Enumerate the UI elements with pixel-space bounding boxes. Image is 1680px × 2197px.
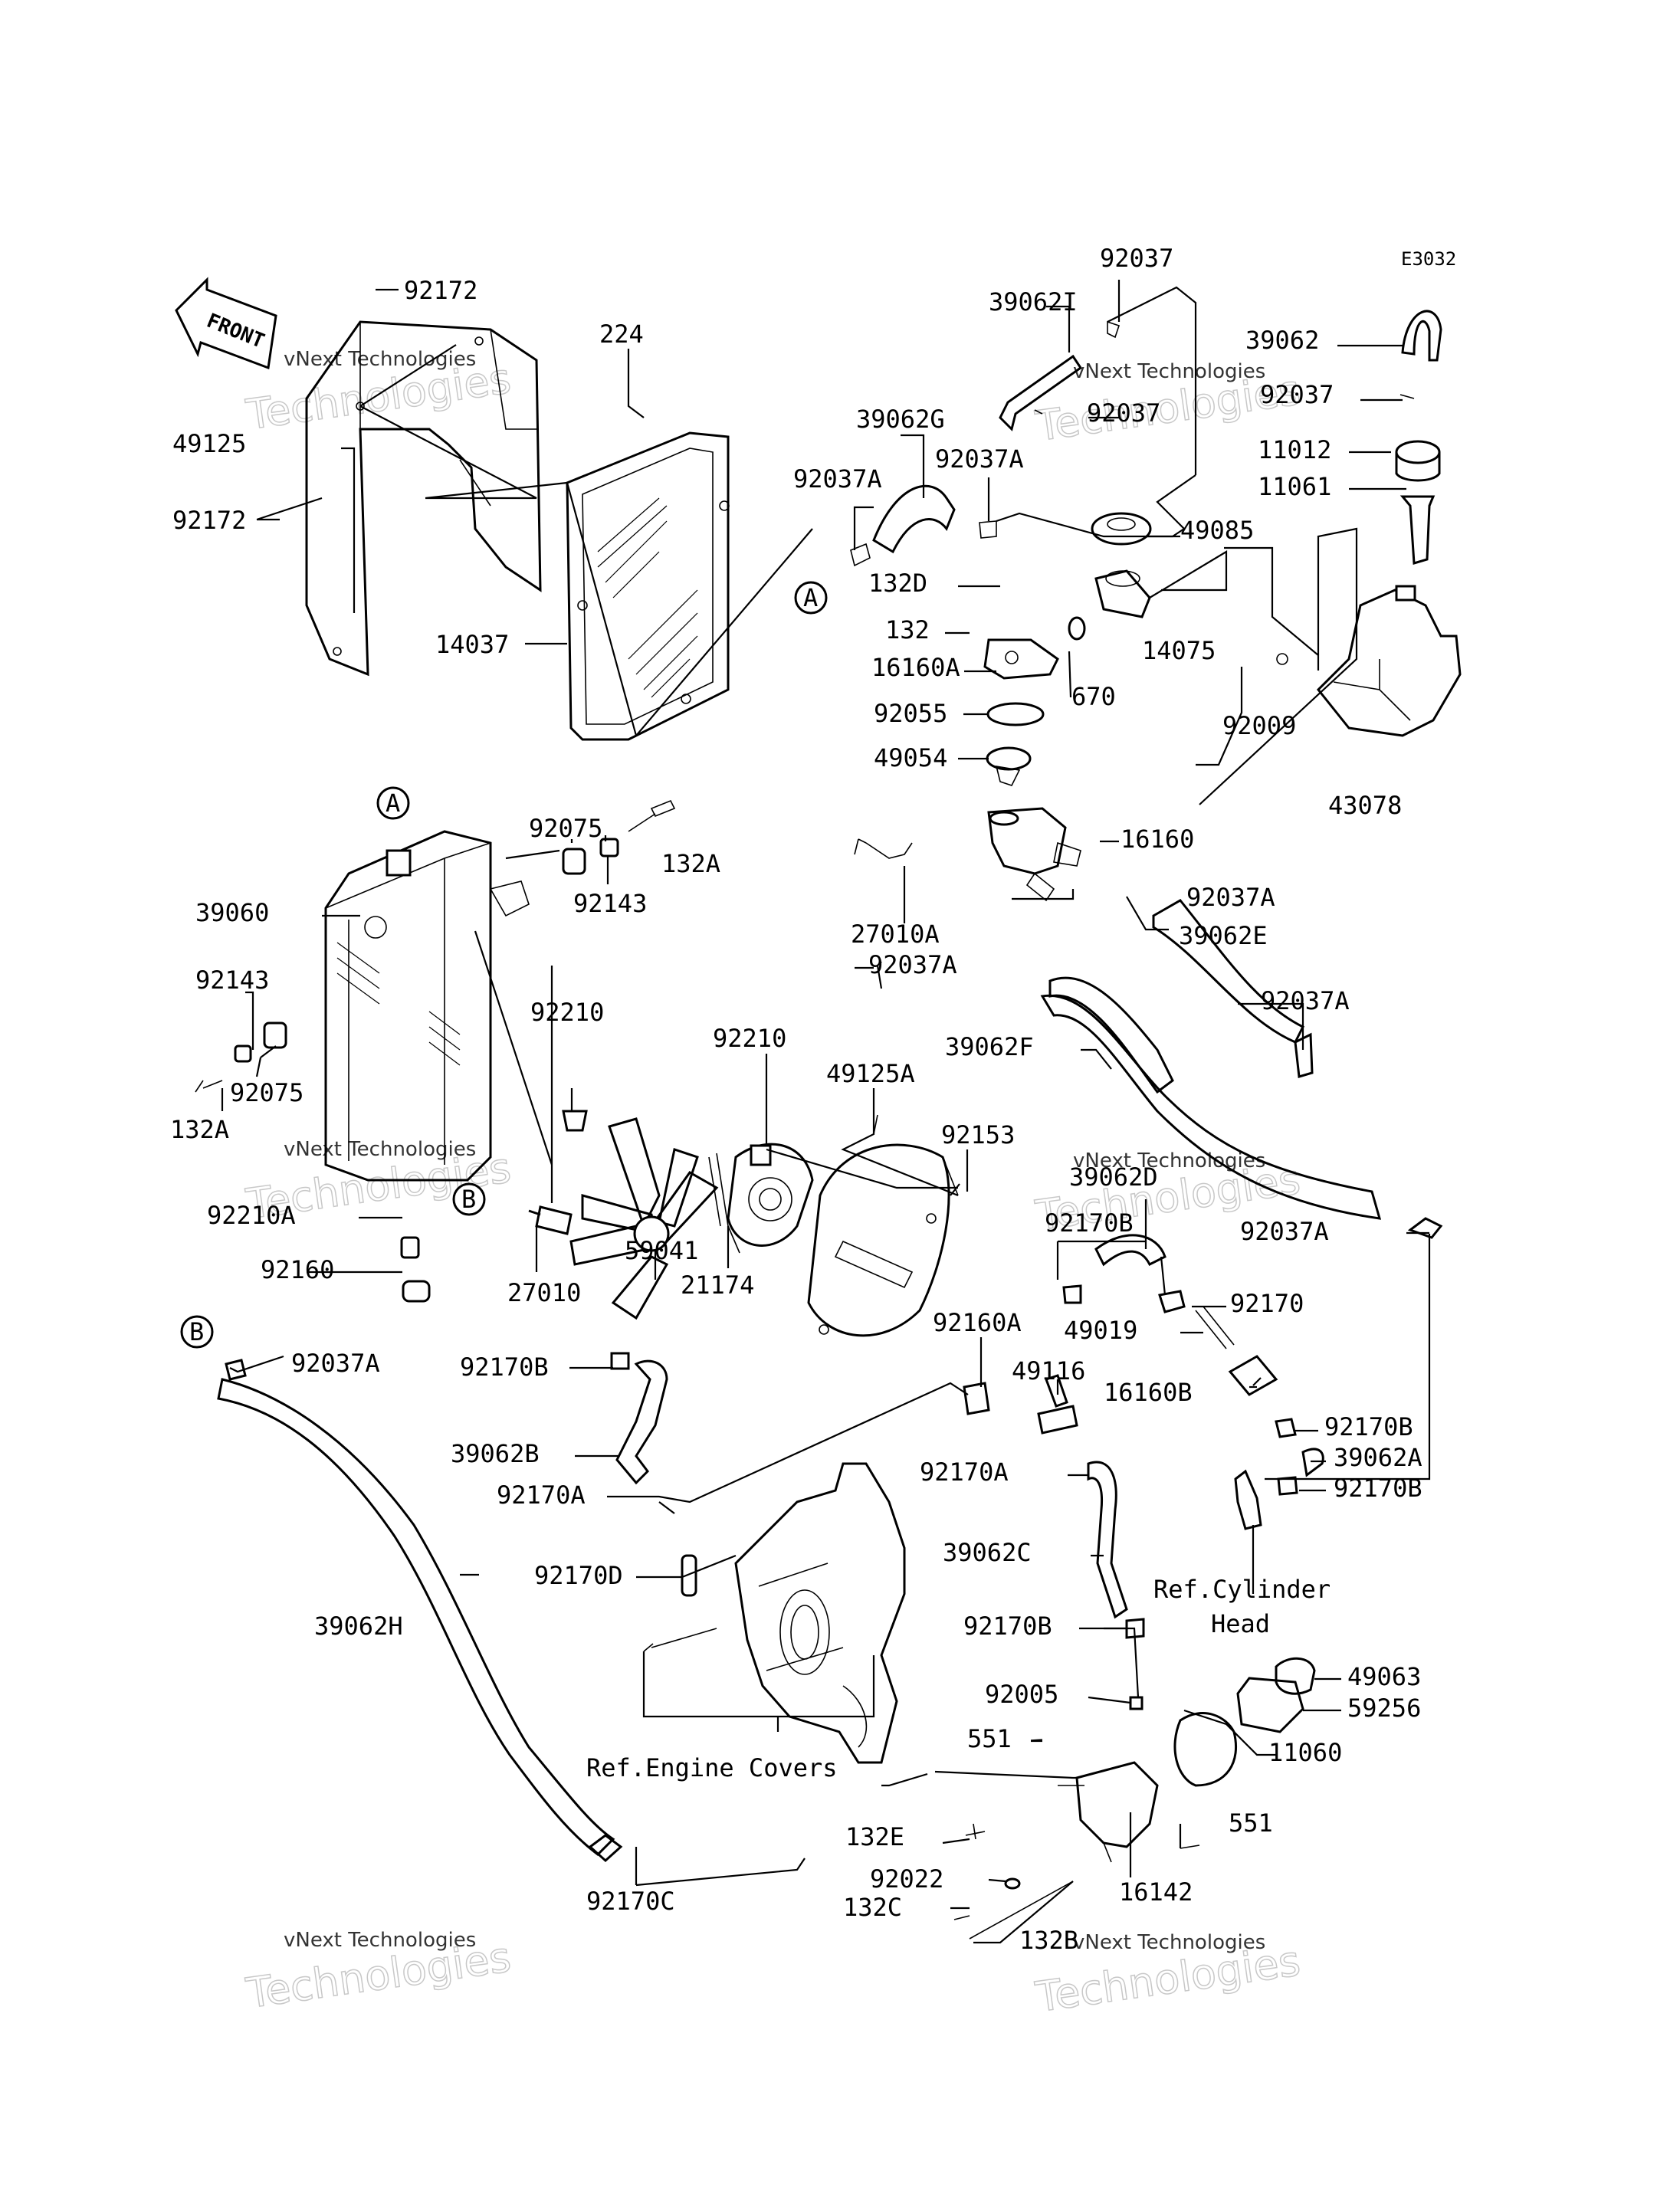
watermark-text: vNext Technologies	[284, 1929, 476, 1952]
callout-label: 92055	[874, 699, 947, 728]
callout-label: 27010	[507, 1278, 581, 1307]
front-arrow-icon: FRONT	[175, 277, 277, 370]
callout-label: 27010A	[851, 920, 940, 949]
callout-label: 92170	[1230, 1289, 1304, 1318]
callout-labels: 92172 49125 92172 224 14037 92037 39062I…	[170, 244, 1422, 1955]
callout-label: 49125	[172, 429, 246, 458]
callout-label: 16160A	[871, 653, 960, 682]
callout-label: 92170B	[963, 1612, 1052, 1641]
callout-label: 132E	[845, 1822, 904, 1851]
diagram-code: E3032	[1401, 248, 1456, 270]
callout-label: 132A	[170, 1115, 229, 1144]
circle-mark-b: B	[189, 1317, 204, 1346]
callout-label: 92143	[573, 889, 647, 918]
callout-label: 59041	[625, 1236, 698, 1265]
callout-label: 92037A	[1186, 883, 1275, 912]
callout-label: 92210A	[207, 1201, 296, 1230]
ref-cylinder-head: Head	[1211, 1609, 1270, 1638]
callout-label: 92005	[985, 1680, 1058, 1709]
callout-label: 21174	[681, 1271, 754, 1300]
callout-label: 39062E	[1179, 921, 1268, 950]
ref-cylinder-head: Ref.Cylinder	[1153, 1575, 1331, 1604]
callout-label: 92160A	[933, 1308, 1022, 1337]
callout-label: 49054	[874, 743, 947, 772]
callout-label: 59256	[1347, 1694, 1421, 1723]
callout-label: 92210	[713, 1024, 786, 1053]
callout-label: 92037A	[291, 1349, 380, 1378]
callout-label: 49063	[1347, 1662, 1421, 1691]
part-shapes	[195, 310, 1462, 1940]
callout-label: 16160	[1121, 825, 1194, 854]
callout-label: 92172	[172, 506, 246, 535]
callout-label: 551	[967, 1724, 1012, 1753]
callout-label: 92022	[870, 1864, 943, 1894]
callout-label: 49085	[1180, 516, 1254, 545]
callout-label: 132D	[868, 569, 927, 598]
callout-label: 39062	[1245, 326, 1319, 355]
callout-label: 92172	[404, 276, 477, 305]
callout-label: 132A	[661, 849, 720, 878]
callout-label: 16142	[1119, 1877, 1193, 1907]
callout-label: 551	[1229, 1808, 1273, 1838]
callout-label: 39060	[195, 898, 269, 927]
callout-label: 39062B	[451, 1439, 540, 1468]
callout-label: 39062D	[1069, 1162, 1158, 1192]
callout-label: 11061	[1258, 472, 1331, 501]
callout-label: 224	[599, 320, 644, 349]
callout-label: 92037A	[793, 464, 882, 494]
callout-label: 92170A	[920, 1458, 1009, 1487]
callout-label: 92037A	[1240, 1217, 1329, 1246]
callout-label: 92170B	[1045, 1208, 1134, 1238]
reference-marks: A A B B	[180, 581, 828, 1349]
circle-mark-a: A	[803, 583, 818, 612]
callout-label: 92009	[1222, 711, 1296, 740]
callout-label: 11060	[1268, 1738, 1342, 1767]
callout-label: 39062F	[945, 1032, 1034, 1061]
callout-label: 39062H	[314, 1612, 403, 1641]
callout-label: 43078	[1328, 791, 1402, 820]
callout-label: 92170B	[1324, 1412, 1413, 1441]
callout-label: 14075	[1142, 636, 1216, 665]
callout-label: 39062I	[989, 287, 1078, 316]
callout-label: 92143	[195, 966, 269, 995]
reference-notes: Ref.Cylinder Head Ref.Engine Covers	[586, 1575, 1331, 1782]
callout-label: 49116	[1012, 1356, 1085, 1385]
watermark-text: vNext Technologies	[1073, 1149, 1265, 1172]
callout-label: 92170B	[1334, 1474, 1422, 1503]
callout-label: 49019	[1064, 1316, 1137, 1345]
callout-label: 92160	[261, 1255, 334, 1284]
callout-label: 92170A	[497, 1481, 586, 1510]
circle-mark-a: A	[386, 789, 400, 818]
callout-label: 92170D	[534, 1561, 623, 1590]
callout-label: 92037A	[1261, 986, 1350, 1015]
callout-label: 132	[885, 615, 930, 644]
callout-label: 14037	[435, 630, 509, 659]
ref-engine-covers: Ref.Engine Covers	[586, 1753, 838, 1782]
callout-label: 132B	[1019, 1926, 1078, 1955]
callout-label: 92075	[529, 814, 602, 843]
callout-label: 16160B	[1104, 1378, 1193, 1407]
callout-label: 11012	[1258, 435, 1331, 464]
callout-label: 39062C	[943, 1538, 1032, 1567]
callout-label: 49125A	[826, 1059, 915, 1088]
callout-label: 92170B	[460, 1353, 549, 1382]
callout-label: 92037	[1100, 244, 1173, 273]
callout-label: 39062A	[1334, 1443, 1422, 1472]
callout-label: 132C	[843, 1893, 902, 1922]
callout-label: 92170C	[586, 1887, 675, 1916]
watermark-text: vNext Technologies	[1073, 360, 1265, 383]
callout-label: 92210	[530, 998, 604, 1027]
watermark-text: vNext Technologies	[1073, 1931, 1265, 1954]
callout-label: 92037	[1087, 398, 1160, 428]
callout-label: 92075	[230, 1078, 304, 1107]
callout-label: 92037A	[935, 444, 1024, 474]
leader-lines	[221, 280, 1431, 1944]
circle-mark-b: B	[461, 1185, 476, 1214]
callout-label: 39062G	[856, 405, 945, 434]
callout-label: 92153	[941, 1120, 1015, 1149]
callout-label: 92037A	[868, 950, 957, 979]
callout-label: 92037	[1260, 380, 1334, 409]
callout-label: 670	[1071, 682, 1116, 711]
